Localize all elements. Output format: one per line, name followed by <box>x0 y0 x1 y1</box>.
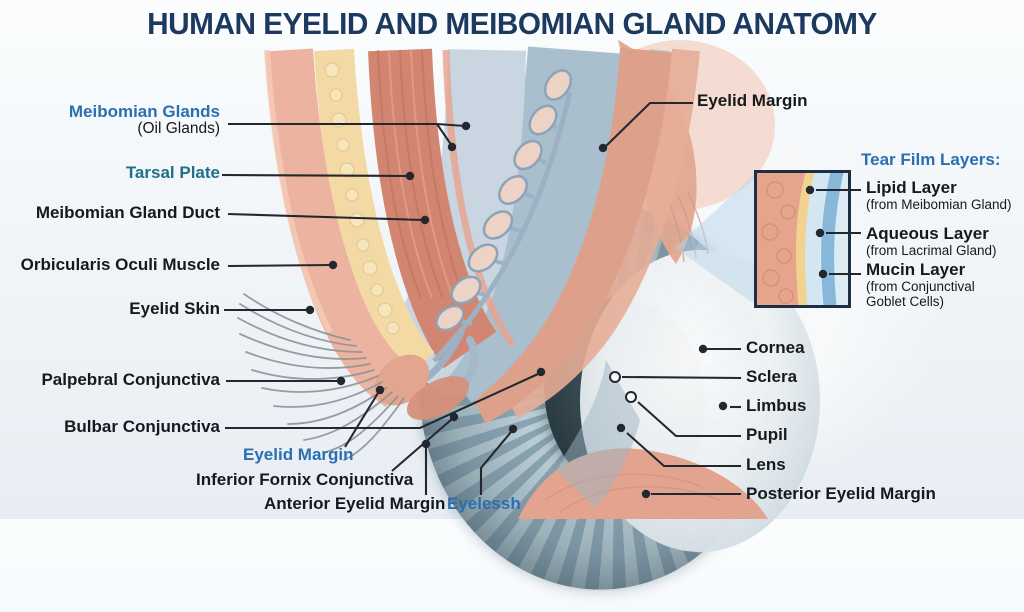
label-tarsal-plate: Tarsal Plate <box>125 163 220 182</box>
label-anterior-eyelid-margin: Anterior Eyelid Margin <box>264 494 446 513</box>
label-aqueous-layer-source: (from Lacrimal Gland) <box>866 243 997 258</box>
leader-dots <box>305 121 828 499</box>
leader-lines <box>221 101 861 496</box>
page-title: HUMAN EYELID AND MEIBOMIAN GLAND ANATOMY <box>147 6 877 41</box>
label-lipid-layer: Lipid Layer <box>866 178 957 197</box>
tear-film-inset <box>675 170 851 308</box>
label-lens: Lens <box>746 455 786 474</box>
label-oil-glands-sub: (Oil Glands) <box>137 120 220 137</box>
label-meibomian-glands: Meibomian Glands <box>68 102 220 121</box>
label-eyelid-margin-lower: Eyelid Margin <box>243 445 354 464</box>
label-limbus: Limbus <box>746 396 807 415</box>
label-posterior-eyelid-margin: Posterior Eyelid Margin <box>746 484 936 503</box>
label-palpebral-conjunctiva: Palpebral Conjunctiva <box>41 370 220 389</box>
tear-film-heading: Tear Film Layers: <box>861 150 1001 169</box>
anatomy-illustration <box>221 40 861 519</box>
label-aqueous-layer: Aqueous Layer <box>866 224 989 243</box>
inset-zoom-beam <box>675 173 756 305</box>
label-eyelid-skin: Eyelid Skin <box>129 299 220 318</box>
label-eyelid-margin-upper: Eyelid Margin <box>697 91 808 110</box>
label-cornea: Cornea <box>746 338 805 357</box>
label-eyelash: Eyelessh <box>447 494 521 513</box>
eyelashes <box>237 293 405 461</box>
label-sclera: Sclera <box>746 367 798 386</box>
lower-lid-tissue <box>518 360 768 519</box>
label-orbicularis-oculi-muscle: Orbicularis Oculi Muscle <box>20 255 220 274</box>
label-mucin-layer-source: (from Conjunctival Goblet Cells) <box>866 279 975 310</box>
label-meibomian-gland-duct: Meibomian Gland Duct <box>35 203 220 222</box>
label-bulbar-conjunctiva: Bulbar Conjunctiva <box>64 417 220 436</box>
label-inferior-fornix-conjunctiva: Inferior Fornix Conjunctiva <box>196 470 414 489</box>
label-pupil: Pupil <box>746 425 788 444</box>
label-lipid-layer-source: (from Meibomian Gland) <box>866 197 1012 212</box>
lid-margin <box>374 354 470 420</box>
label-mucin-layer: Mucin Layer <box>866 260 966 279</box>
leader-open-circles <box>609 371 637 403</box>
